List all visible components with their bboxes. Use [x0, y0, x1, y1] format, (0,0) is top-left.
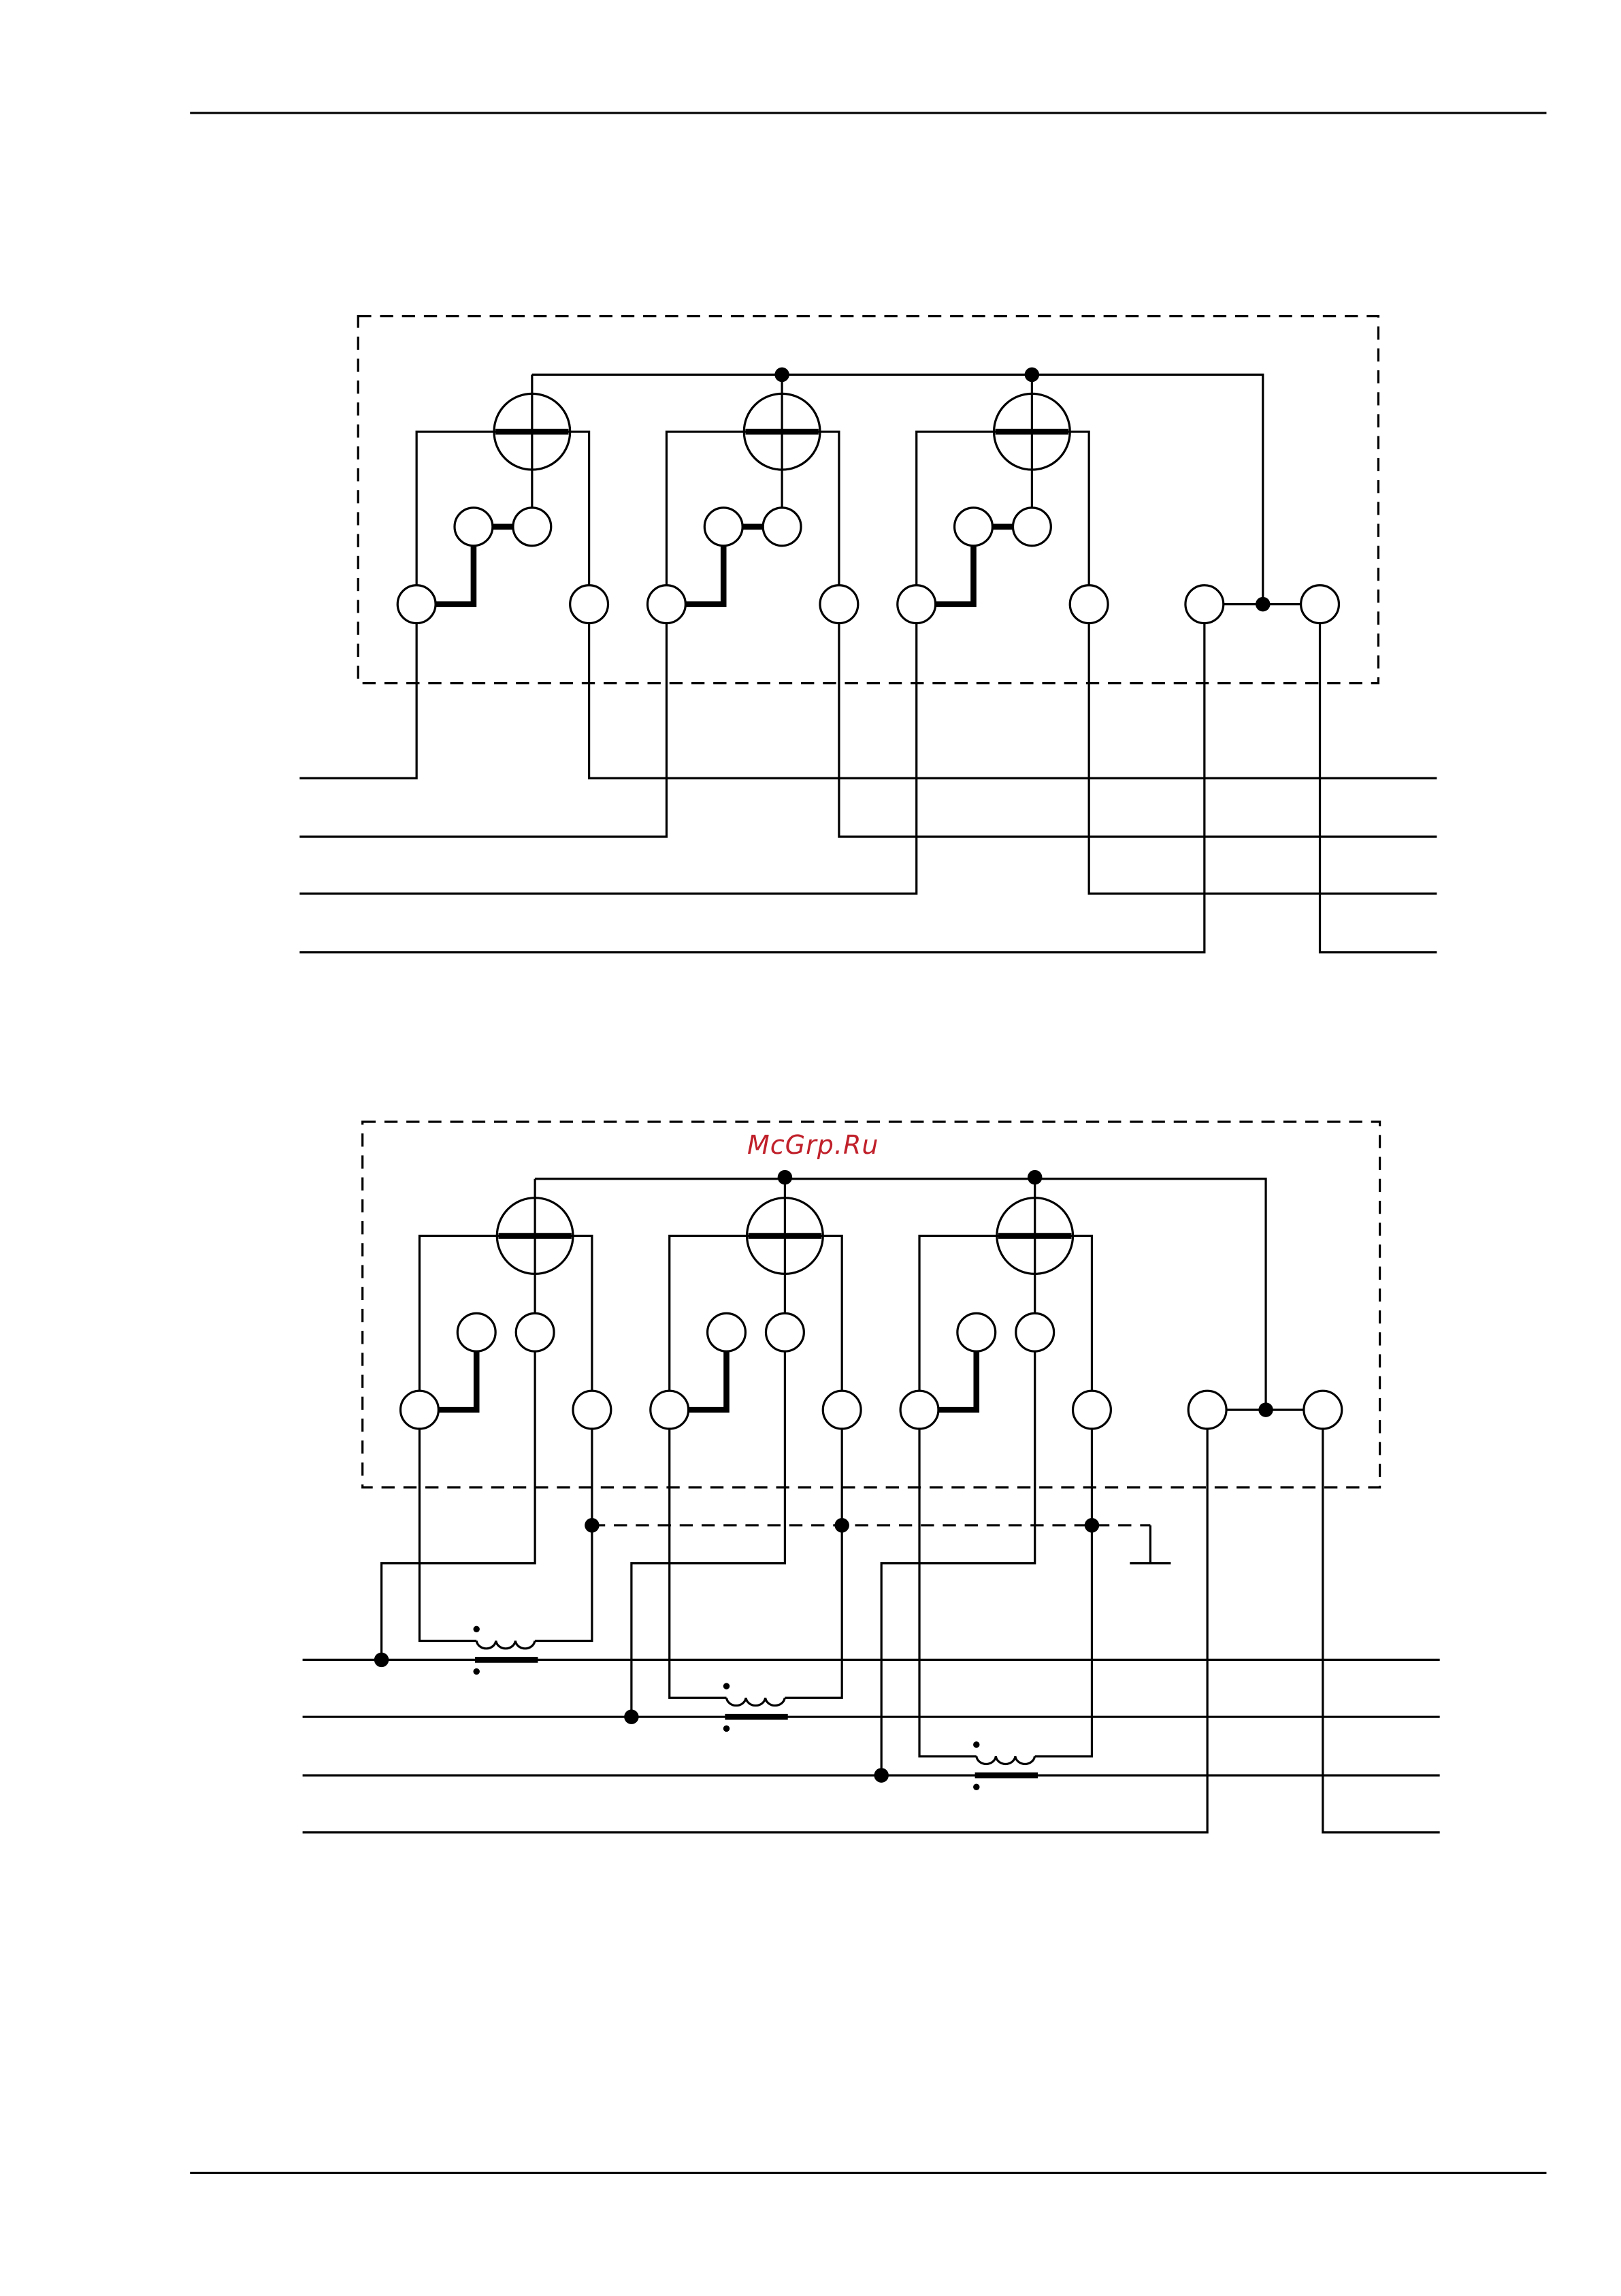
line-3-in	[299, 624, 916, 894]
meter-enclosure-1	[358, 317, 1378, 683]
junction-dots	[374, 368, 1273, 1790]
diagram-2-transformer-connection	[303, 1122, 1440, 1832]
current-transformer-c	[975, 1756, 1038, 1775]
neutral-2-out	[1323, 1429, 1440, 1832]
neutral-2-in	[303, 1429, 1208, 1832]
measuring-element-2a	[401, 1179, 611, 1429]
meter-enclosure-2	[363, 1122, 1380, 1487]
voltage-bus-2	[535, 1179, 1266, 1410]
voltage-bus-1	[532, 374, 1263, 604]
line-2-in	[299, 624, 666, 837]
current-transformer-b	[725, 1698, 787, 1717]
measuring-element-2c	[900, 1179, 1111, 1429]
measuring-element-1a	[397, 374, 608, 623]
diagram-1-direct-connection	[299, 317, 1437, 952]
line-3-out	[1089, 624, 1437, 894]
watermark-text: McGrp.Ru	[747, 1130, 879, 1160]
measuring-element-1c	[898, 374, 1108, 623]
neutral-out	[1320, 624, 1437, 952]
line-1-out	[589, 624, 1437, 779]
current-transformer-a	[475, 1640, 538, 1660]
line-2-out	[839, 624, 1437, 837]
measuring-element-2b	[651, 1179, 861, 1429]
measuring-element-1b	[648, 374, 858, 623]
neutral-in	[299, 624, 1205, 952]
